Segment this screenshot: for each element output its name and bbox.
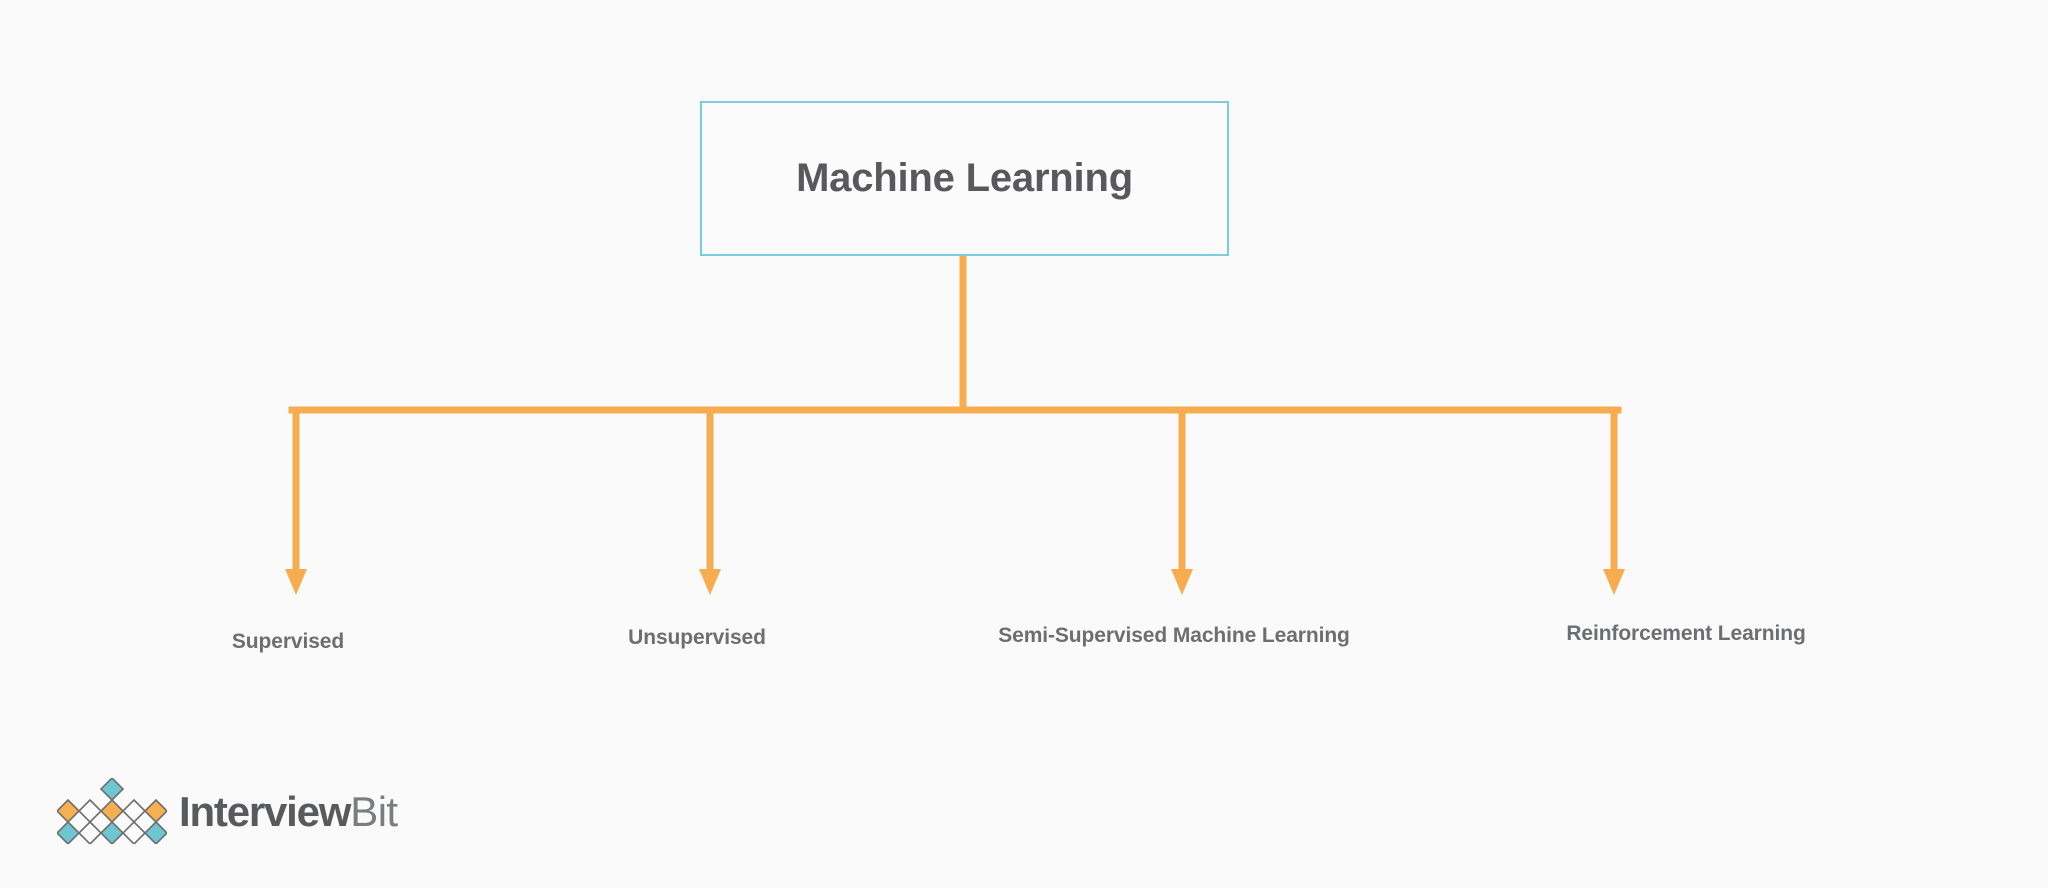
logo-diamond-teal bbox=[57, 820, 81, 844]
connector-branch-2 bbox=[1178, 406, 1186, 569]
logo-diamond-white bbox=[77, 798, 103, 824]
connector-arrowhead-3 bbox=[1603, 569, 1625, 595]
connector-arrowhead-2 bbox=[1171, 569, 1193, 595]
connector-branch-3 bbox=[1610, 406, 1618, 569]
leaf-label-reinforcement-learning: Reinforcement Learning bbox=[1566, 622, 1806, 645]
root-node-machine-learning: Machine Learning bbox=[700, 101, 1229, 256]
logo-diamond-white bbox=[121, 798, 147, 824]
logo-diamond-orange bbox=[99, 798, 125, 824]
connector-branch-0 bbox=[292, 406, 300, 569]
leaf-label-unsupervised: Unsupervised bbox=[628, 626, 766, 649]
root-node-label: Machine Learning bbox=[796, 156, 1133, 200]
logo-diamond-orange bbox=[143, 798, 167, 824]
logo-diamond-white bbox=[121, 820, 147, 844]
connector-arrowhead-1 bbox=[699, 569, 721, 595]
logo-diamond-teal bbox=[143, 820, 167, 844]
connector-bus bbox=[288, 406, 1622, 414]
leaf-label-semi-supervised-machine-learning: Semi-Supervised Machine Learning bbox=[998, 624, 1350, 647]
connector-stem bbox=[959, 256, 967, 414]
logo-diamond-white bbox=[77, 820, 103, 844]
logo-word-bit: Bit bbox=[350, 788, 398, 835]
logo-word-interview: Interview bbox=[179, 788, 351, 835]
leaf-label-supervised: Supervised bbox=[231, 630, 345, 653]
logo-diamond-orange bbox=[57, 798, 81, 824]
logo-diamond-teal bbox=[99, 820, 125, 844]
connector-branch-1 bbox=[706, 406, 714, 569]
logo-diamond-teal bbox=[99, 778, 125, 802]
interviewbit-logo: InterviewBit bbox=[57, 778, 398, 844]
interviewbit-wordmark: InterviewBit bbox=[179, 791, 398, 833]
interviewbit-logo-mark bbox=[57, 778, 167, 844]
connector-arrowhead-0 bbox=[285, 569, 307, 595]
